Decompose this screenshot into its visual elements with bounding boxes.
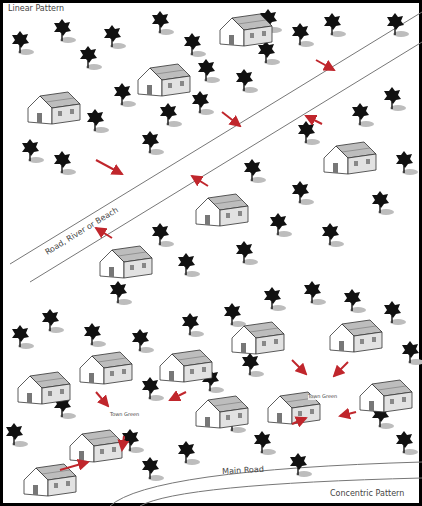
tree: [244, 159, 266, 183]
house: [28, 92, 80, 124]
arrow: [292, 360, 306, 374]
tree: [324, 13, 346, 37]
tree: [224, 303, 246, 327]
house: [160, 350, 212, 382]
tree: [6, 423, 28, 447]
house: [360, 380, 412, 412]
tree: [236, 69, 258, 93]
house: [220, 14, 272, 46]
arrow: [96, 228, 112, 238]
tree: [396, 151, 418, 175]
green-label: Town Green: [110, 412, 139, 418]
arrow: [60, 462, 88, 470]
house: [196, 396, 248, 428]
house: [100, 246, 152, 278]
tree: [178, 253, 200, 277]
house: [138, 64, 190, 96]
tree: [352, 103, 374, 127]
arrow: [170, 392, 186, 400]
tree-group: [6, 9, 422, 481]
tree: [292, 181, 314, 205]
tree: [110, 281, 132, 305]
tree: [372, 191, 394, 215]
arrow: [334, 362, 348, 376]
tree: [114, 83, 136, 107]
tree: [182, 313, 204, 337]
arrow: [340, 412, 356, 416]
pattern-title: Linear Pattern: [8, 5, 64, 14]
house: [80, 352, 132, 384]
tree: [22, 139, 44, 163]
arrow: [96, 392, 108, 406]
arrow: [192, 176, 208, 186]
arrow: [306, 116, 322, 124]
house: [24, 464, 76, 496]
tree: [160, 103, 182, 127]
arrow: [222, 112, 240, 126]
house: [232, 322, 284, 354]
house: [324, 142, 376, 174]
tree: [258, 41, 280, 65]
tree: [178, 441, 200, 465]
tree: [384, 87, 406, 111]
tree: [236, 241, 258, 265]
arrow: [122, 436, 124, 450]
tree: [198, 59, 220, 83]
tree: [344, 289, 366, 313]
tree: [152, 223, 174, 247]
arrow: [96, 160, 122, 174]
house: [330, 320, 382, 352]
green-label: Town Green: [308, 394, 337, 400]
tree: [402, 341, 422, 365]
tree: [270, 213, 292, 237]
tree: [42, 309, 64, 333]
tree: [54, 19, 76, 43]
pattern-title: Concentric Pattern: [330, 490, 404, 499]
tree: [12, 31, 34, 55]
tree: [387, 13, 409, 37]
house: [18, 372, 70, 404]
arrow-group: [60, 60, 356, 470]
road: [10, 12, 422, 282]
tree: [80, 46, 102, 70]
tree: [264, 287, 286, 311]
tree: [290, 453, 312, 477]
tree: [384, 301, 406, 325]
tree: [122, 429, 144, 453]
tree: [192, 91, 214, 115]
tree: [242, 353, 264, 377]
house: [70, 430, 122, 462]
tree: [54, 151, 76, 175]
tree: [132, 329, 154, 353]
tree: [152, 11, 174, 35]
tree: [84, 323, 106, 347]
tree: [142, 457, 164, 481]
tree: [292, 23, 314, 47]
tree: [142, 377, 164, 401]
tree: [396, 431, 418, 455]
arrow: [316, 60, 334, 70]
tree: [322, 223, 344, 247]
house: [196, 194, 248, 226]
tree: [104, 25, 126, 49]
tree: [142, 131, 164, 155]
tree: [184, 33, 206, 57]
tree: [254, 431, 276, 455]
tree: [87, 109, 109, 133]
house-group: [18, 14, 412, 496]
tree: [298, 121, 320, 145]
road-label: Main Road: [222, 466, 264, 477]
tree: [304, 281, 326, 305]
arrow: [292, 418, 306, 424]
tree: [12, 325, 34, 349]
